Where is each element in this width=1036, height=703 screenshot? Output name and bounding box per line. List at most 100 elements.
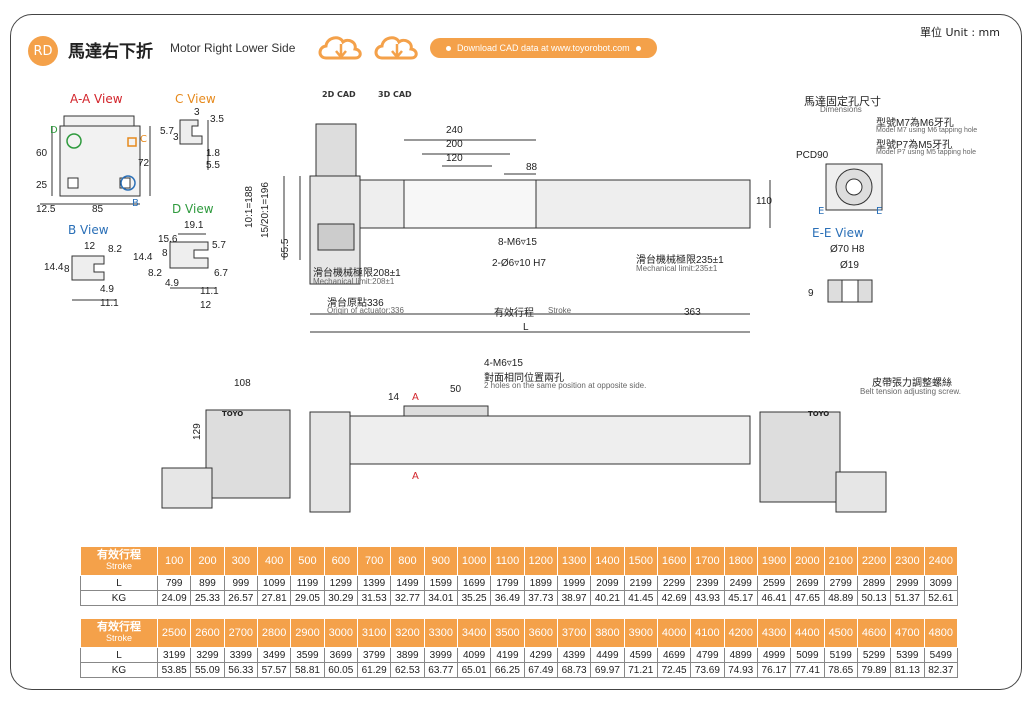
KG-cell: 71.21 [623,662,658,678]
L-cell: 4199 [490,647,525,663]
KG-cell: 32.77 [390,590,425,606]
KG-cell: 62.53 [390,662,425,678]
stroke-cell: 1300 [556,546,592,576]
download-cad-link[interactable]: Download CAD data at www.toyorobot.com [430,38,657,58]
pcd-label: PCD90 [796,150,829,161]
L-cell: 2799 [823,575,858,591]
cad-2d-link[interactable]: 2D CAD [316,30,366,99]
main-dim-200: 200 [446,139,463,150]
limit-right-en: Mechanical limit:235±1 [636,264,718,273]
marker-a2: A [412,471,419,482]
KG-cell: 74.93 [723,662,758,678]
stroke-cell: 100 [156,546,192,576]
stroke-cell: 2500 [156,618,192,648]
stroke-cell: 700 [356,546,392,576]
KG-cell: 67.49 [523,662,558,678]
main-dim-L: L [523,322,529,333]
c-dim-5-7: 5.7 [160,126,174,137]
row-head-L: L [80,647,158,663]
b-dim-14-4: 14.4 [44,262,64,273]
page-frame [10,14,1022,690]
KG-cell: 57.57 [256,662,292,678]
front-holes-1: 4-M6▿15 [484,358,523,369]
L-cell: 2399 [690,575,725,591]
c-dim-3b: 3 [173,132,179,143]
aa-dim-85: 85 [92,204,104,215]
front-dim-108: 108 [234,378,251,389]
view-c-label: C View [175,92,216,106]
belt-zh: 皮帶張力調整螺絲 [872,378,952,389]
cad-3d-link[interactable]: 3D CAD [372,30,422,99]
stroke-cell: 2600 [190,618,225,648]
KG-cell: 58.81 [290,662,325,678]
L-cell: 999 [223,575,258,591]
KG-cell: 26.57 [223,590,258,606]
L-cell: 3299 [190,647,225,663]
stroke-cell: 4800 [923,618,959,648]
stroke-cell: 4200 [723,618,758,648]
KG-cell: 77.41 [790,662,825,678]
L-cell: 4999 [756,647,792,663]
fix-title-en: Dimensions [820,105,862,114]
L-cell: 3599 [290,647,325,663]
d-dim-15-6: 15.6 [158,234,178,245]
KG-cell: 41.45 [623,590,658,606]
b-dim-11-1: 11.1 [100,298,119,309]
KG-cell: 81.13 [890,662,925,678]
section-badge: RD [28,36,58,66]
front-holes-zh: 對面相同位置兩孔 [484,373,564,384]
L-cell: 3399 [223,647,258,663]
L-cell: 2099 [590,575,625,591]
L-cell: 2999 [890,575,925,591]
L-cell: 2699 [790,575,825,591]
KG-cell: 50.13 [856,590,892,606]
main-holes-2: 2-Ø6▿10 H7 [492,258,546,269]
KG-cell: 76.17 [756,662,792,678]
c-dim-5-5: 5.5 [206,160,220,171]
L-cell: 4699 [656,647,692,663]
d-dim-5-7: 5.7 [212,240,226,251]
L-cell: 5099 [790,647,825,663]
view-aa-label: A-A View [70,92,123,106]
stroke-cell: 3600 [523,618,558,648]
stroke-cell: 2400 [923,546,959,576]
L-cell: 2299 [656,575,692,591]
main-dim-240: 240 [446,125,463,136]
KG-cell: 56.33 [223,662,258,678]
KG-cell: 55.09 [190,662,225,678]
view-b-label: B View [68,223,109,237]
motor-flange-drawing [825,163,883,211]
d-view-drawing [169,233,216,289]
stroke-cell: 1600 [656,546,692,576]
stroke-cell: 2100 [823,546,858,576]
stroke-cell: 400 [256,546,292,576]
page-subtitle: Motor Right Lower Side [170,41,296,55]
fix-p7-zh: 型號P7為M5牙孔 [876,140,953,151]
L-cell: 1699 [456,575,492,591]
marker-e1: E [818,206,825,217]
c-view-drawing [179,119,209,170]
main-dim-363: 363 [684,307,701,318]
L-cell: 1099 [256,575,292,591]
aa-view-drawing [40,115,151,205]
c-dim-3: 3 [194,107,200,118]
main-dim-120: 120 [446,153,463,164]
L-cell: 1599 [423,575,458,591]
L-cell: 4099 [456,647,492,663]
L-cell: 3799 [356,647,392,663]
KG-cell: 43.93 [690,590,725,606]
L-cell: 4899 [723,647,758,663]
L-cell: 4399 [556,647,592,663]
KG-cell: 60.05 [323,662,358,678]
c-dim-1-8: 1.8 [206,148,220,159]
KG-cell: 35.25 [456,590,492,606]
aa-dim-25: 25 [36,180,48,191]
stroke-cell: 3500 [490,618,525,648]
stroke-cell: 2200 [856,546,892,576]
d-dim-19-1: 19.1 [184,220,204,231]
KG-cell: 79.89 [856,662,892,678]
L-cell: 4499 [590,647,625,663]
